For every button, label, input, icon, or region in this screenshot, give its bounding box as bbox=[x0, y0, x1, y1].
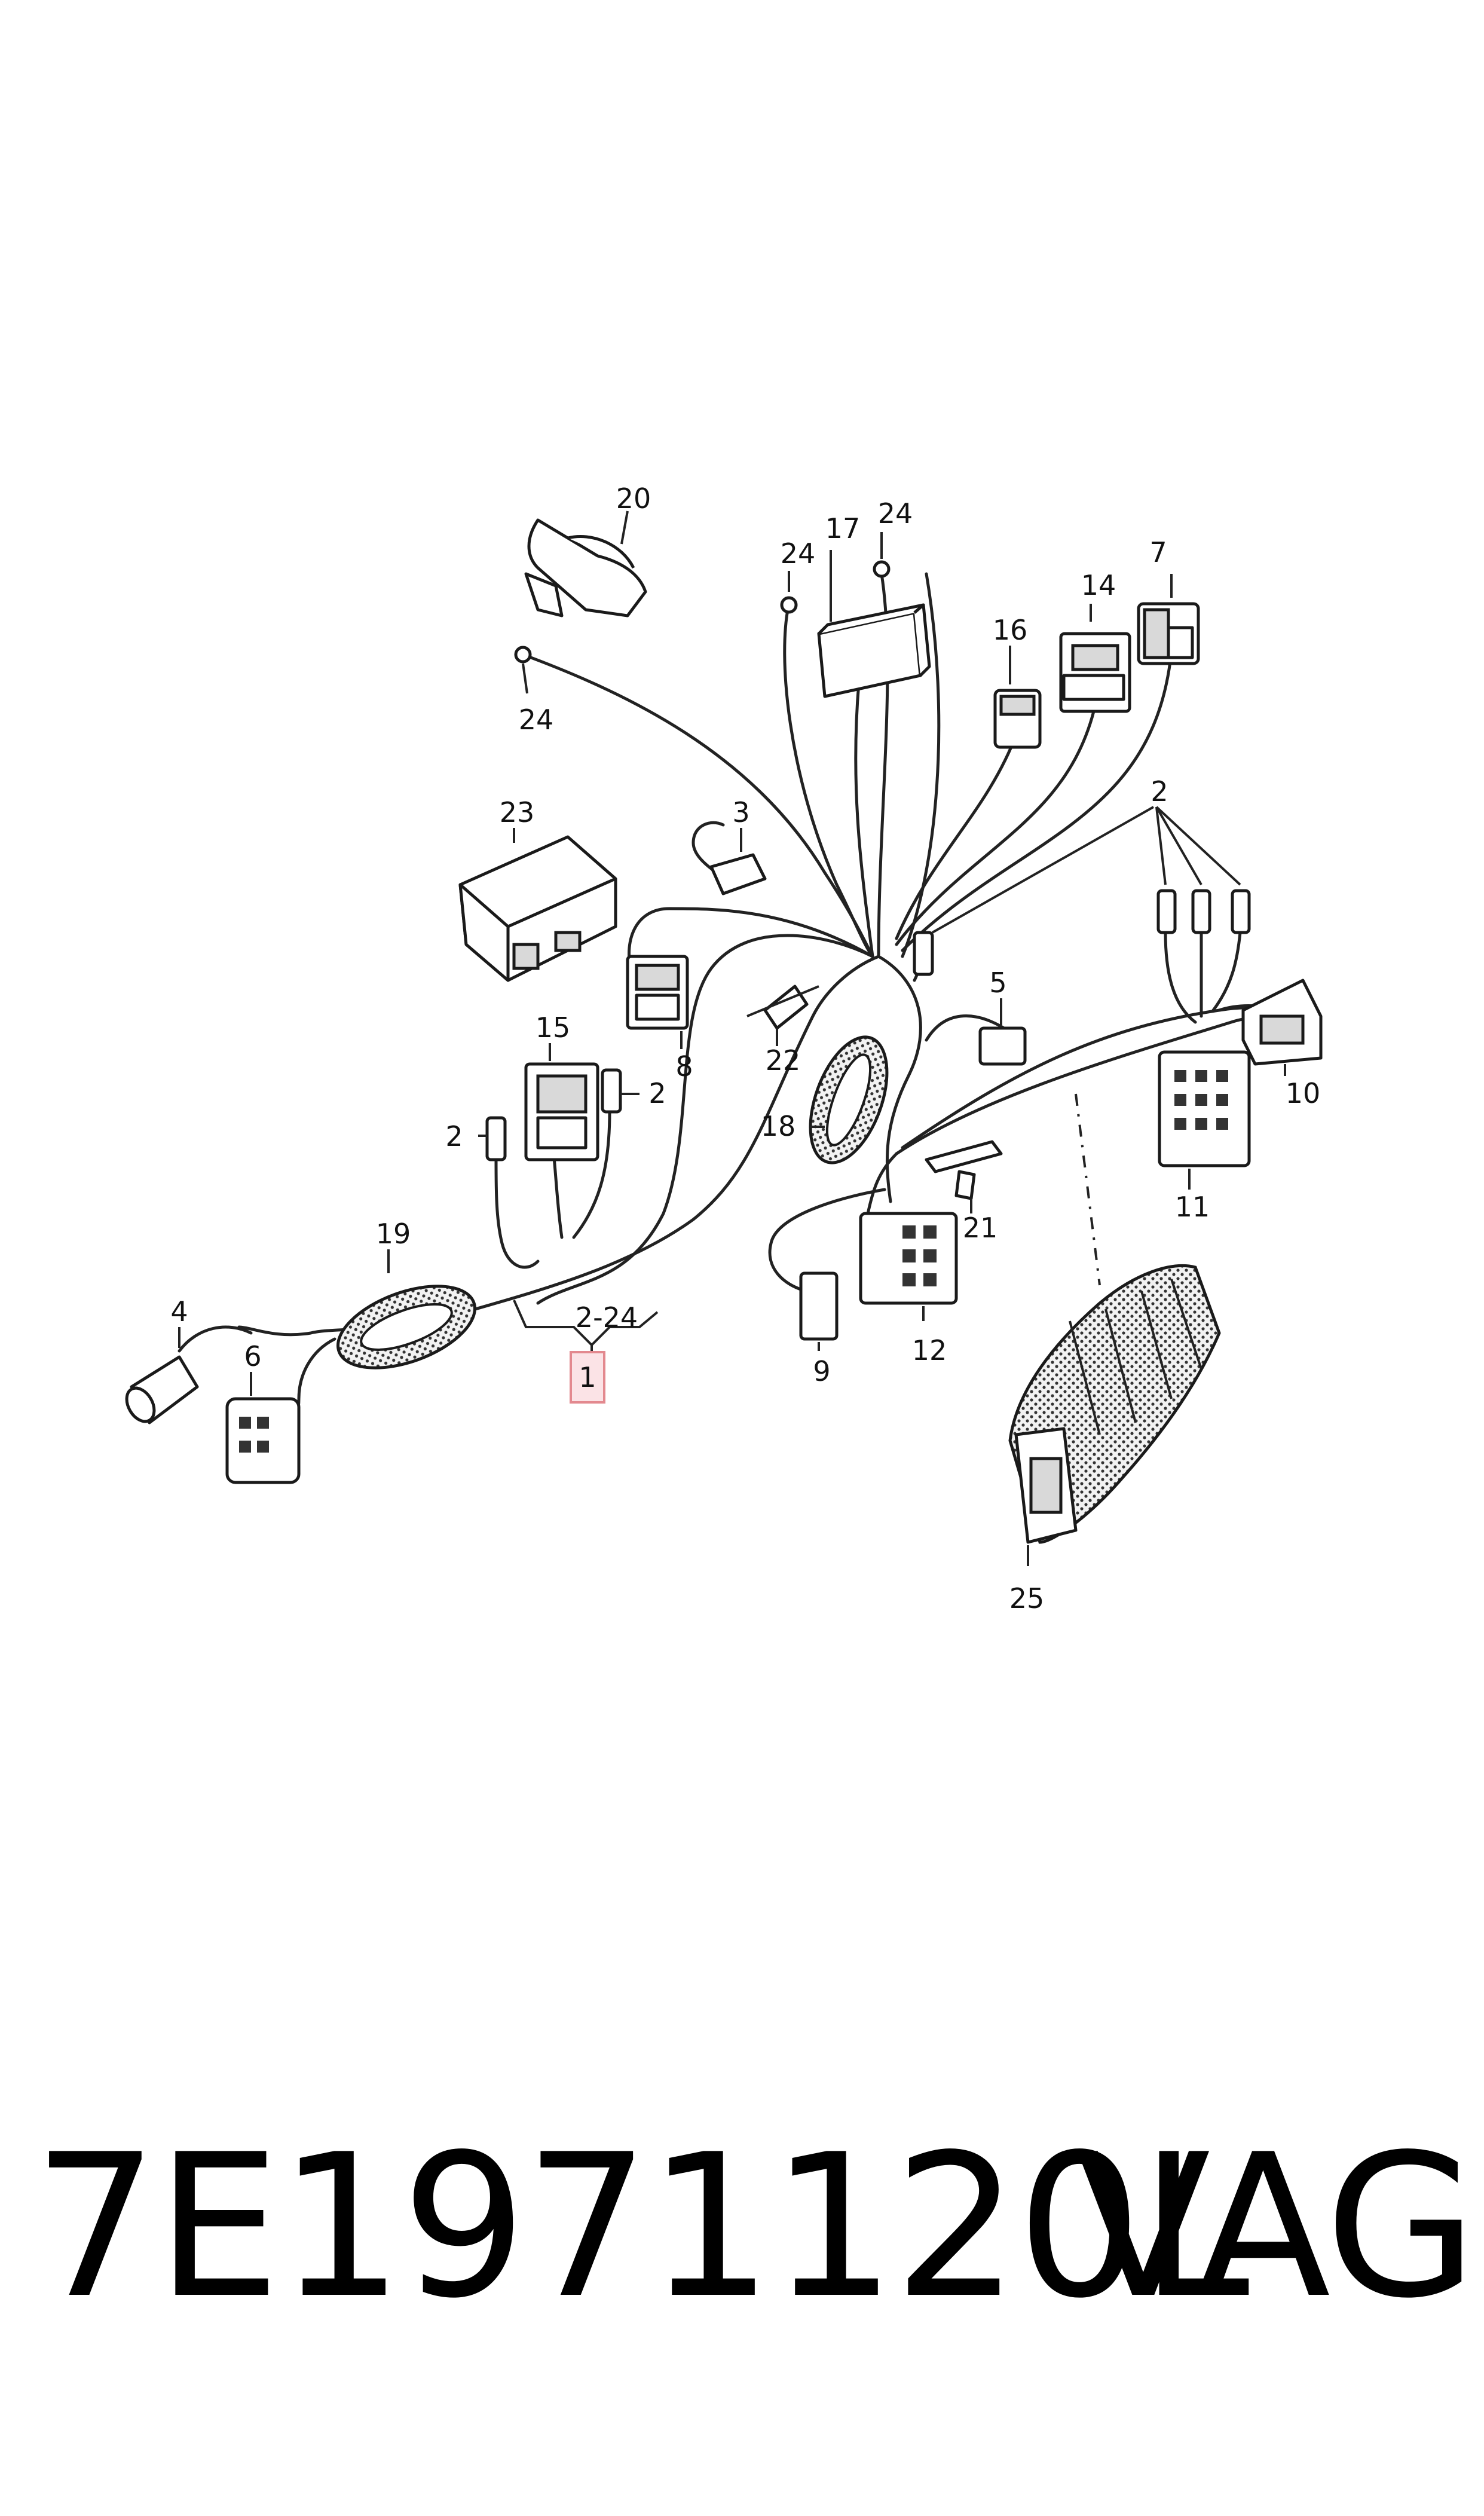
part-19-grommet bbox=[336, 1285, 476, 1369]
part-8-connector bbox=[626, 955, 689, 1030]
part-17-module bbox=[817, 603, 931, 698]
part-10-housing bbox=[1241, 979, 1323, 1066]
callout-17: 17 bbox=[825, 512, 861, 545]
part-24-ring-terminals bbox=[514, 560, 891, 664]
part-14-connector bbox=[1059, 632, 1131, 713]
callout-24-left: 24 bbox=[519, 704, 554, 736]
dashed-leader-25 bbox=[1075, 1093, 1101, 1286]
callout-12: 12 bbox=[912, 1334, 947, 1366]
callout-11: 11 bbox=[1175, 1191, 1210, 1223]
callout-2-left-lower: 2 bbox=[445, 1120, 463, 1152]
part-22-clip bbox=[746, 985, 819, 1030]
part-16-connector bbox=[993, 689, 1042, 749]
callout-16: 16 bbox=[993, 614, 1028, 646]
callout-23: 23 bbox=[500, 796, 535, 829]
callout-6: 6 bbox=[244, 1340, 261, 1372]
callout-24-right: 24 bbox=[878, 497, 913, 530]
part-9-connector bbox=[799, 1271, 839, 1341]
part-21-clip bbox=[925, 1140, 1003, 1200]
callout-9: 9 bbox=[813, 1355, 830, 1387]
leader-lines bbox=[178, 510, 1286, 1566]
callout-19: 19 bbox=[376, 1218, 411, 1250]
part-2-pin-connectors-left bbox=[485, 1068, 622, 1161]
callout-14: 14 bbox=[1081, 569, 1116, 601]
harness-wires bbox=[178, 572, 1293, 1436]
callout-2-right: 2 bbox=[1151, 775, 1168, 808]
part-25-bellows-boot bbox=[1008, 1264, 1221, 1544]
part-7-connector bbox=[1137, 602, 1200, 665]
callout-2-left-upper: 2 bbox=[648, 1077, 666, 1109]
brand-name: VAG bbox=[1076, 2112, 1477, 2341]
part-3-connector bbox=[709, 853, 767, 895]
callout-2-24: 2-24 bbox=[576, 1301, 638, 1334]
callout-8: 8 bbox=[675, 1050, 693, 1083]
callout-22: 22 bbox=[766, 1044, 801, 1077]
highlight-box-part-1 bbox=[570, 1351, 605, 1404]
part-15-connector bbox=[524, 1062, 599, 1161]
callout-3: 3 bbox=[732, 796, 749, 829]
callout-24-middle: 24 bbox=[781, 537, 816, 570]
part-23-control-unit bbox=[458, 835, 617, 982]
callout-7: 7 bbox=[1149, 536, 1167, 568]
callout-1: 1 bbox=[579, 1361, 596, 1393]
part-20-clip bbox=[524, 518, 647, 617]
part-number: 7E1971120L bbox=[33, 2112, 1250, 2341]
callout-4: 4 bbox=[170, 1295, 188, 1328]
part-5-connector bbox=[978, 1026, 1027, 1066]
callout-15: 15 bbox=[536, 1011, 571, 1044]
callout-21: 21 bbox=[963, 1212, 998, 1244]
part-4-connector bbox=[125, 1355, 199, 1424]
callout-5: 5 bbox=[989, 967, 1006, 999]
callout-20: 20 bbox=[616, 482, 651, 515]
callout-25: 25 bbox=[1009, 1582, 1045, 1615]
wiring-harness-diagram: 20 24 24 17 24 7 14 16 23 3 2 15 8 22 5 … bbox=[125, 482, 1323, 1615]
part-18-grommet bbox=[809, 1035, 889, 1164]
part-11-connector bbox=[1158, 1050, 1251, 1167]
part-2-pin-connectors-right bbox=[1156, 889, 1251, 934]
footer: 7E1971120L VAG bbox=[0, 2128, 1484, 2379]
callout-18: 18 bbox=[761, 1110, 796, 1142]
callout-10: 10 bbox=[1286, 1077, 1321, 1109]
part-2-pin-connector-middle bbox=[913, 931, 934, 976]
part-6-connector bbox=[225, 1397, 301, 1484]
callout-labels: 20 24 24 17 24 7 14 16 23 3 2 15 8 22 5 … bbox=[170, 482, 1320, 1615]
part-12-connector bbox=[859, 1212, 958, 1305]
